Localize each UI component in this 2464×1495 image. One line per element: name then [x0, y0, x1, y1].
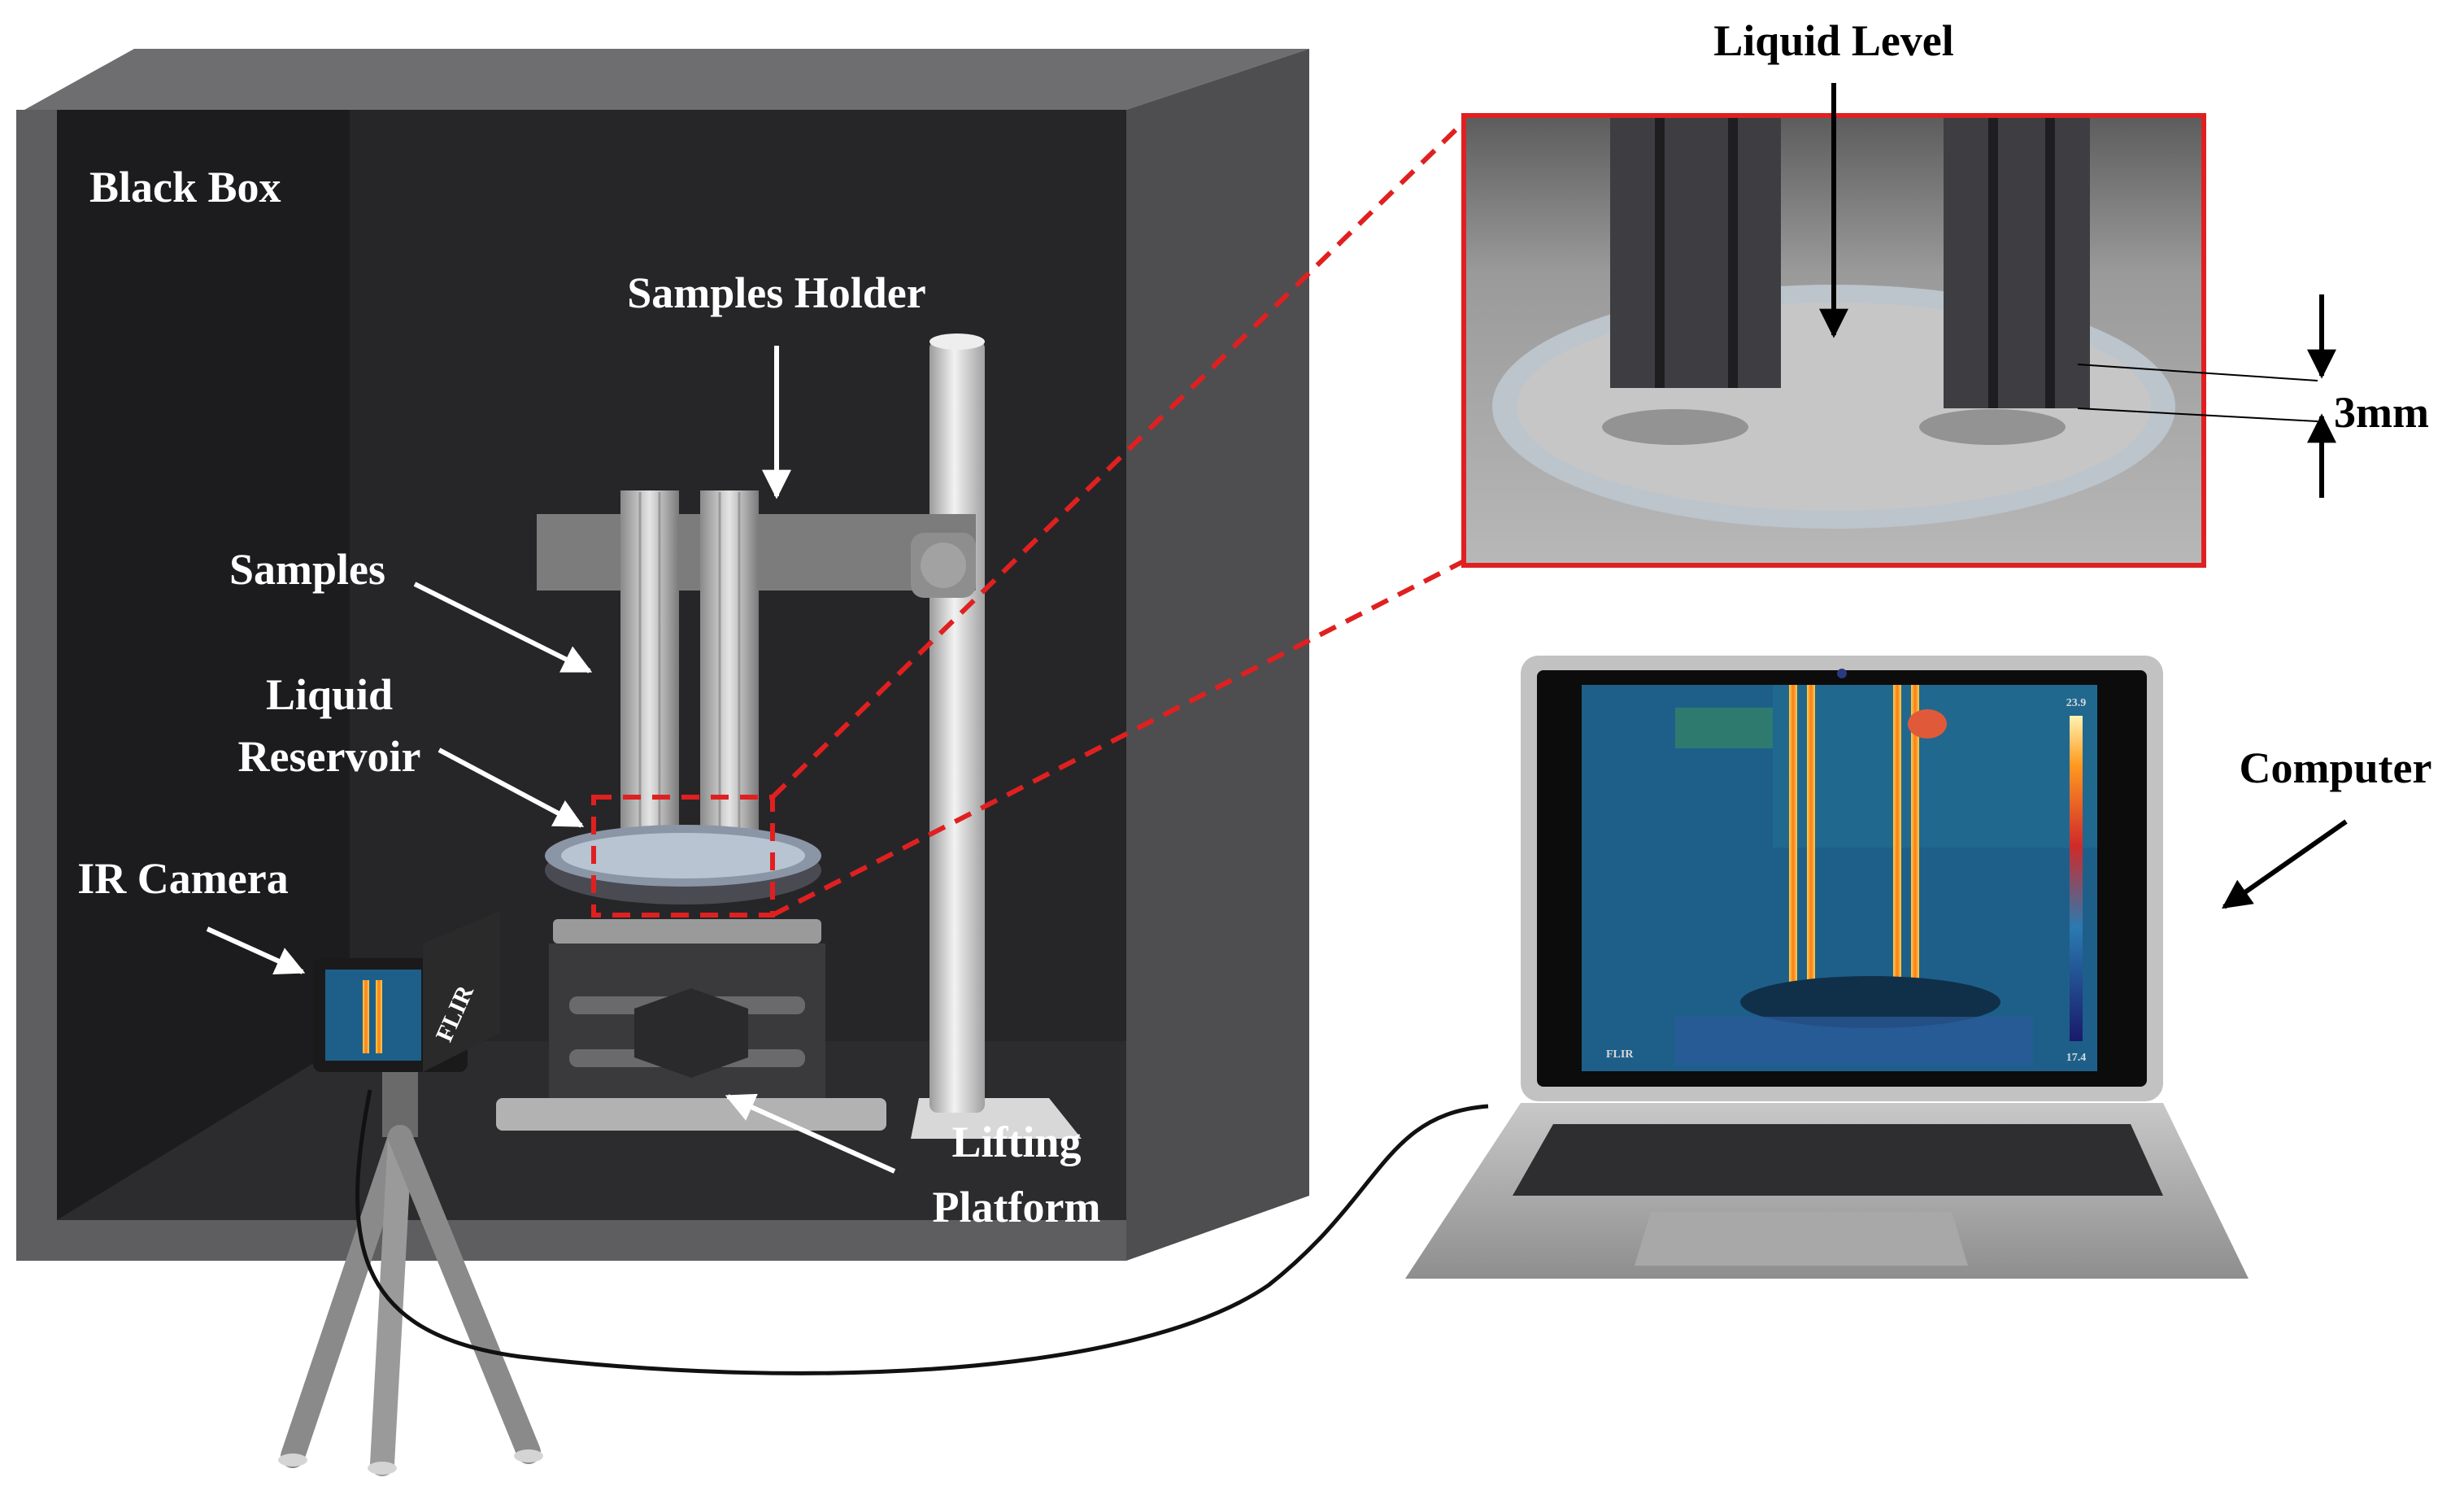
- inspection-area-box: [591, 795, 775, 917]
- zoom-leader-top: [770, 120, 1466, 800]
- stand-rod: [929, 340, 985, 1113]
- label-computer: Computer: [2240, 743, 2432, 792]
- sample-strip: [700, 490, 759, 848]
- label-gap: 3mm: [2334, 388, 2429, 437]
- box-top-face: [24, 49, 1309, 110]
- thermal-reservoir: [1740, 976, 2000, 1028]
- label-black-box: Black Box: [89, 163, 281, 211]
- laptop-webcam: [1837, 669, 1847, 678]
- label-samples: Samples: [229, 545, 385, 594]
- thermal-brand-logo: FLIR: [1606, 1048, 1634, 1061]
- annotation-arrows: [206, 83, 2348, 1174]
- laptop-computer: 23.9 17.4 FLIR: [1405, 656, 2249, 1279]
- box-right-face: [1126, 49, 1309, 1261]
- label-liquid-level: Liquid Level: [1713, 16, 1954, 65]
- label-ir-camera: IR Camera: [77, 854, 288, 903]
- stand-rod-top: [929, 333, 985, 350]
- liquid-reservoir: [545, 825, 821, 904]
- label-lifting-platform-line2: Platform: [933, 1183, 1101, 1231]
- reservoir-liquid: [561, 833, 805, 878]
- arrow-liquid-reservoir: [438, 748, 585, 828]
- label-liquid-reservoir-line2: Reservoir: [238, 732, 421, 781]
- holder-knob: [921, 543, 966, 588]
- arrow-lifting-platform: [725, 1093, 896, 1174]
- camera-screen: [325, 970, 421, 1061]
- data-cable: [355, 1089, 1489, 1375]
- arrow-ir-camera: [206, 926, 306, 975]
- camera-side: [423, 911, 500, 1072]
- platform-top-plate: [553, 919, 821, 944]
- arrow-computer: [2222, 819, 2348, 909]
- label-samples-holder: Samples Holder: [627, 268, 926, 317]
- arrow-samples: [413, 582, 593, 673]
- label-liquid-reservoir-line1: Liquid: [266, 670, 393, 719]
- thermal-color-scale: [2070, 716, 2083, 1041]
- labels: Black Box Samples Holder Samples Liquid …: [77, 16, 2431, 1231]
- box-interior-left-wall: [57, 110, 350, 1220]
- platform-base-plate: [496, 1098, 886, 1131]
- laptop-keyboard: [1513, 1124, 2163, 1196]
- zoom-sample-right: [1944, 116, 2090, 408]
- zoom-sample-left: [1610, 116, 1781, 388]
- gap-line-top: [2077, 364, 2318, 381]
- ir-camera: FLIR: [313, 911, 500, 1072]
- gap-line-bottom: [2077, 408, 2318, 422]
- thermal-temp-max: 23.9: [2066, 697, 2087, 709]
- sample-strip: [620, 490, 679, 848]
- samples: [620, 490, 759, 848]
- thermal-temp-min: 17.4: [2066, 1052, 2087, 1064]
- label-lifting-platform-line1: Lifting: [951, 1118, 1081, 1166]
- zoom-leader-bottom: [771, 559, 1465, 917]
- laptop-trackpad: [1635, 1212, 1968, 1266]
